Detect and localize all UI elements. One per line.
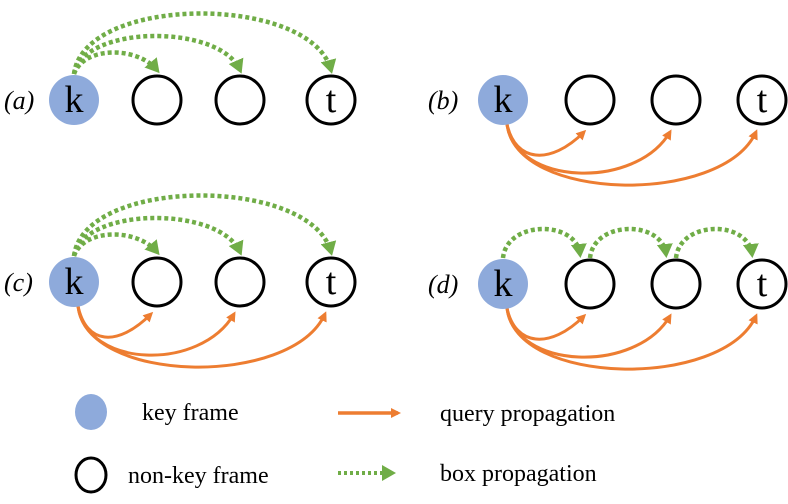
legend-query-propagation-label: query propagation [440,401,615,427]
key-frame-label: k [494,263,513,305]
key-frame-node [478,259,528,309]
non-key-frame-node [564,258,616,310]
non-key-frame-node [131,74,183,126]
non-key-frame-node [650,74,702,126]
legend-non-key-frame: non-key frame [74,456,269,494]
target-frame-label: t [326,79,337,121]
target-frame-node [305,256,357,308]
target-frame-label: t [757,263,768,305]
query-arrow [505,307,758,371]
box-arrow [71,215,244,257]
non-key-frame-node [214,256,266,308]
legend-query-propagation: query propagation [338,401,615,427]
box-arrow [71,193,337,257]
box-arrow [71,11,337,75]
query-arrow [76,305,236,357]
non-key-frame-node [564,74,616,126]
key-frame-node [478,75,528,125]
box-arrow [673,226,759,259]
box-arrow [587,226,673,259]
key-frame-node [49,75,99,125]
key-frame-label: k [65,79,84,121]
non-key-frame-node [214,74,266,126]
target-frame-node [736,74,788,126]
legend-non-key-frame-label: non-key frame [128,463,269,489]
target-frame-label: t [757,79,768,121]
panel-label: (b) [428,86,458,115]
box-arrow [71,33,244,75]
legend-box-propagation-label: box propagation [440,461,597,487]
panel-b: (b) k t [428,74,788,187]
panel-label: (c) [4,268,33,297]
target-frame-label: t [326,261,337,303]
legend-key-frame: key frame [75,394,239,430]
panel-a: (a) k t [4,11,357,126]
non-key-frame-swatch-icon [74,456,108,494]
target-frame-node [305,74,357,126]
target-frame-node [736,258,788,310]
non-key-frame-node [650,258,702,310]
query-arrow [505,307,672,359]
box-arrow [500,226,587,259]
query-arrow [505,123,758,187]
panel-c: (c) k t [4,193,357,369]
legend-box-propagation: box propagation [338,461,597,487]
key-frame-label: k [65,261,84,303]
non-key-frame-node [131,256,183,308]
legend: key frame non-key frame query propagatio… [74,394,615,494]
legend-key-frame-label: key frame [142,400,239,426]
panel-d: (d) k t [428,226,788,371]
panel-label: (d) [428,270,458,299]
key-frame-label: k [494,79,513,121]
panel-label: (a) [4,86,34,115]
query-arrow [76,305,327,369]
key-frame-swatch-icon [75,394,107,430]
query-arrow [505,123,672,175]
key-frame-node [49,257,99,307]
